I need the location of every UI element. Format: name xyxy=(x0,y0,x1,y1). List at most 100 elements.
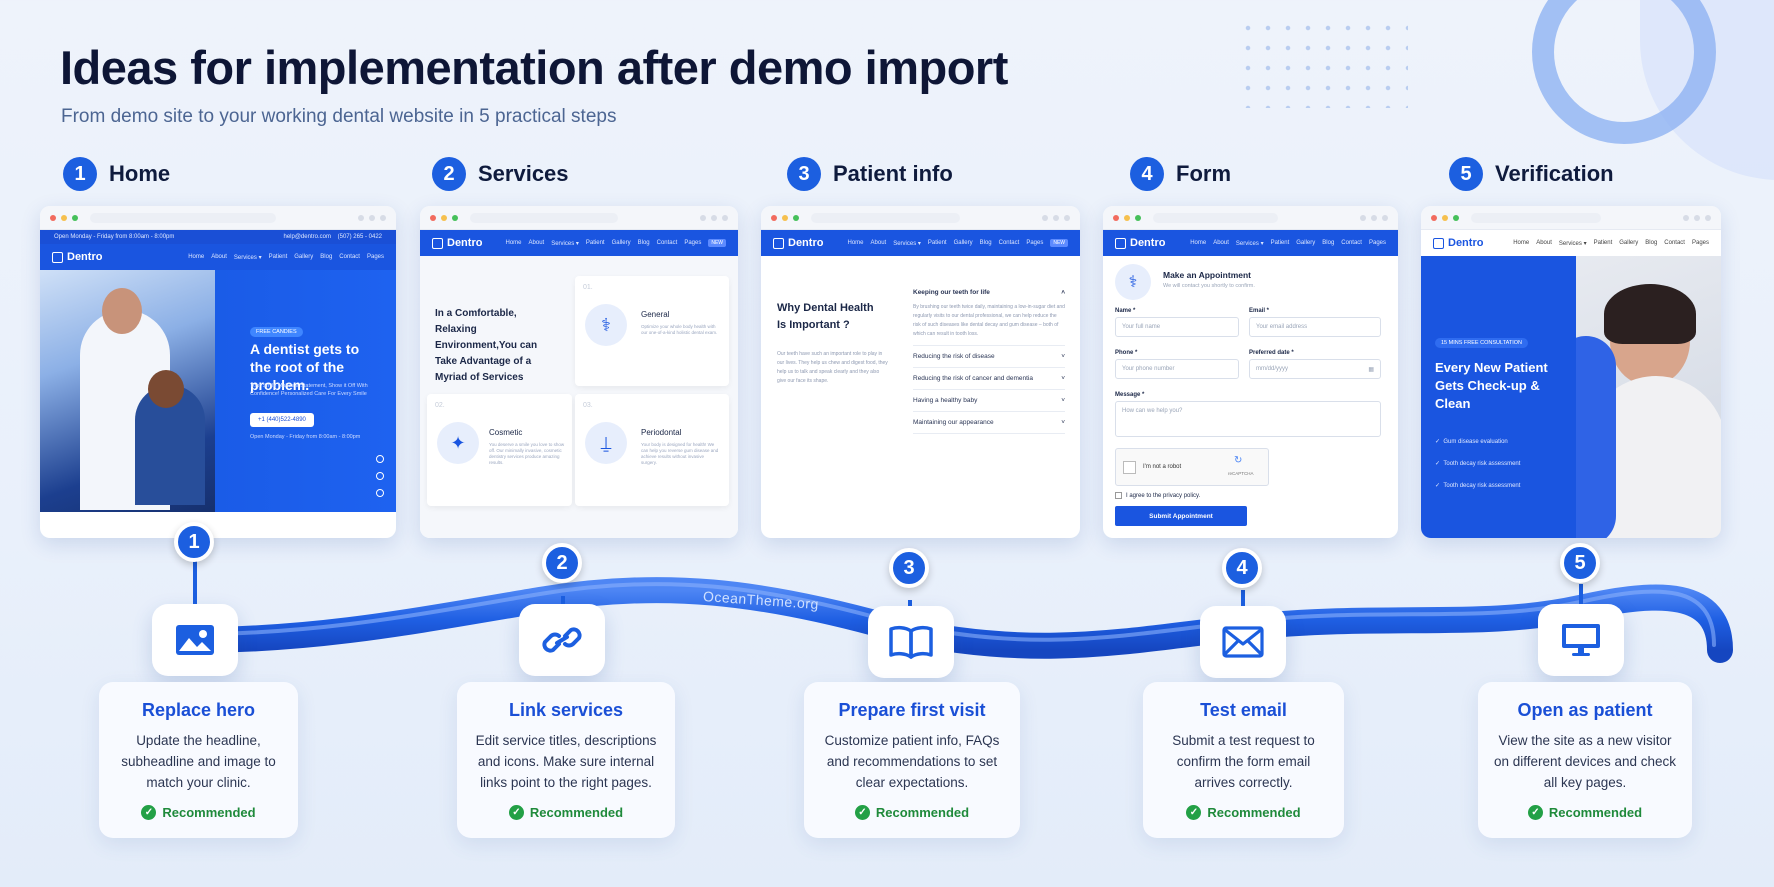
step-header-3: 3 Patient info xyxy=(787,157,953,191)
captcha-checkbox[interactable] xyxy=(1123,461,1136,474)
chevron-down-icon: ˅ xyxy=(1061,375,1065,382)
envelope-icon xyxy=(1222,626,1264,658)
faq-item[interactable]: Reducing the risk of cancer and dementia… xyxy=(913,368,1065,390)
nav-new-badge: NEW xyxy=(1050,239,1068,247)
step-card-4: Test email Submit a test request to conf… xyxy=(1143,682,1344,838)
promo-headline: Every New Patient Gets Check-up & Clean xyxy=(1435,360,1548,411)
tooth-icon: ⚕ xyxy=(1115,264,1151,300)
email-input[interactable]: Your email address xyxy=(1249,317,1381,337)
decorative-dot-grid xyxy=(1238,18,1408,108)
agree-checkbox[interactable] xyxy=(1115,492,1122,499)
instagram-icon xyxy=(376,455,384,463)
nav-item: Services ▾ xyxy=(233,254,262,261)
step-card-1: Replace hero Update the headline, subhea… xyxy=(99,682,298,838)
step-number-badge: 5 xyxy=(1449,157,1483,191)
status-badge: ✓Recommended xyxy=(1186,805,1301,820)
nav-item: Gallery xyxy=(953,240,973,246)
chevron-down-icon: ˅ xyxy=(1061,419,1065,426)
submit-appointment-button[interactable]: Submit Appointment xyxy=(1115,506,1247,526)
site-nav: Dentro Home About Services ▾ Patient Gal… xyxy=(40,244,396,270)
step-4-icon-box xyxy=(1200,606,1286,678)
service-number: 02. xyxy=(435,402,445,409)
message-textarea[interactable]: How can we help you? xyxy=(1115,401,1381,437)
pin-stem xyxy=(1579,584,1583,608)
tooth-logo-icon xyxy=(773,237,784,249)
faq-item[interactable]: Having a healthy baby˅ xyxy=(913,390,1065,412)
agree-label: I agree to the privacy policy. xyxy=(1126,492,1201,499)
card-description: View the site as a new visitor on differ… xyxy=(1493,733,1677,790)
tooth-logo-icon xyxy=(432,237,443,249)
card-description: Submit a test request to confirm the for… xyxy=(1172,733,1315,790)
nav-item: Gallery xyxy=(611,240,631,246)
step-header-5: 5 Verification xyxy=(1449,157,1614,191)
recaptcha-box[interactable]: I'm not a robot ↻ reCAPTCHA xyxy=(1115,448,1269,486)
nav-item: Patient xyxy=(927,240,947,246)
name-input[interactable]: Your full name xyxy=(1115,317,1239,337)
site-logo: Dentro xyxy=(1433,237,1483,249)
pin-stem xyxy=(1241,590,1245,614)
faq-item[interactable]: Reducing the risk of disease˅ xyxy=(913,346,1065,368)
book-icon xyxy=(889,625,933,659)
step-pin-5: 5 xyxy=(1560,543,1600,583)
maximize-dot-icon xyxy=(72,214,78,221)
promo-pill: 15 MINS FREE CONSULTATION xyxy=(1435,338,1528,348)
nav-item: About xyxy=(1536,240,1552,246)
monitor-icon xyxy=(1562,624,1600,656)
nav-item: Patient xyxy=(268,254,288,260)
twitter-icon xyxy=(376,489,384,497)
tooth-logo-icon xyxy=(52,251,63,263)
step-card-5: Open as patient View the site as a new v… xyxy=(1478,682,1692,838)
nav-item: Home xyxy=(505,240,522,246)
browser-bar xyxy=(420,206,738,230)
tooth-logo-icon xyxy=(1115,237,1126,249)
step-number-badge: 1 xyxy=(63,157,97,191)
name-label: Name * xyxy=(1115,308,1136,314)
hero-pill: FREE CANDIES xyxy=(250,327,303,337)
tooth-icon: ⚕ xyxy=(585,304,627,346)
step-card-3: Prepare first visit Customize patient in… xyxy=(804,682,1020,838)
browser-mock-services: Dentro Home About Services ▾ Patient Gal… xyxy=(420,206,738,538)
browser-mock-form: Dentro Home About Services ▾ Patient Gal… xyxy=(1103,206,1398,538)
nav-item: Contact xyxy=(1341,240,1362,246)
nav-item: Pages xyxy=(1026,240,1044,246)
nav-item: Contact xyxy=(339,254,360,260)
nav-item: About xyxy=(528,240,545,246)
facebook-icon xyxy=(376,472,384,480)
card-title: Prepare first visit xyxy=(838,700,986,720)
pin-stem xyxy=(193,560,197,608)
browser-bar xyxy=(1421,206,1721,230)
status-badge: ✓Recommended xyxy=(141,805,256,820)
date-input[interactable]: mm/dd/yyyy▦ xyxy=(1249,359,1381,379)
check-item: ✓ Gum disease evaluation xyxy=(1435,439,1508,445)
check-item: ✓ Tooth decay risk assessment xyxy=(1435,483,1521,489)
step-pin-4: 4 xyxy=(1222,548,1262,588)
hero-sub: Your Smile Makes a Statement, Show it Of… xyxy=(250,383,368,397)
faq-item-open[interactable]: Keeping our teeth for life˄ xyxy=(913,289,1065,296)
nav-item: About xyxy=(211,254,227,260)
hero-section: FREE CANDIES A dentist gets to the root … xyxy=(40,270,396,512)
phone-input[interactable]: Your phone number xyxy=(1115,359,1239,379)
nav-item: Gallery xyxy=(294,254,314,260)
status-badge: ✓Recommended xyxy=(854,805,969,820)
nav-item: Home xyxy=(847,240,864,246)
nav-new-badge: NEW xyxy=(708,239,726,247)
topbar-email: help@dentro.com xyxy=(283,234,331,240)
site-logo: Dentro xyxy=(432,237,482,249)
service-number: 01. xyxy=(583,284,593,291)
topbar-hours: Open Monday - Friday from 8:00am - 8:00p… xyxy=(54,234,175,240)
page-title: Ideas for implementation after demo impo… xyxy=(60,41,1008,94)
nav-item: Pages xyxy=(366,254,384,260)
agree-row[interactable]: I agree to the privacy policy. xyxy=(1115,492,1200,499)
topbar-phone: (507) 265 - 0422 xyxy=(337,234,382,240)
chevron-down-icon: ˅ xyxy=(1061,353,1065,360)
nav-item: Pages xyxy=(1368,240,1386,246)
step-pin-3: 3 xyxy=(889,548,929,588)
nav-item: About xyxy=(1213,240,1229,246)
calendar-icon: ▦ xyxy=(1368,367,1374,373)
service-text: Optimize your whole body health with our… xyxy=(641,324,718,335)
nav-item: Patient xyxy=(1270,240,1290,246)
card-description: Update the headline, subheadline and ima… xyxy=(121,733,276,790)
faq-item[interactable]: Maintaining our appearance˅ xyxy=(913,412,1065,434)
step-card-2: Link services Edit service titles, descr… xyxy=(457,682,675,838)
step-title: Services xyxy=(478,161,569,186)
